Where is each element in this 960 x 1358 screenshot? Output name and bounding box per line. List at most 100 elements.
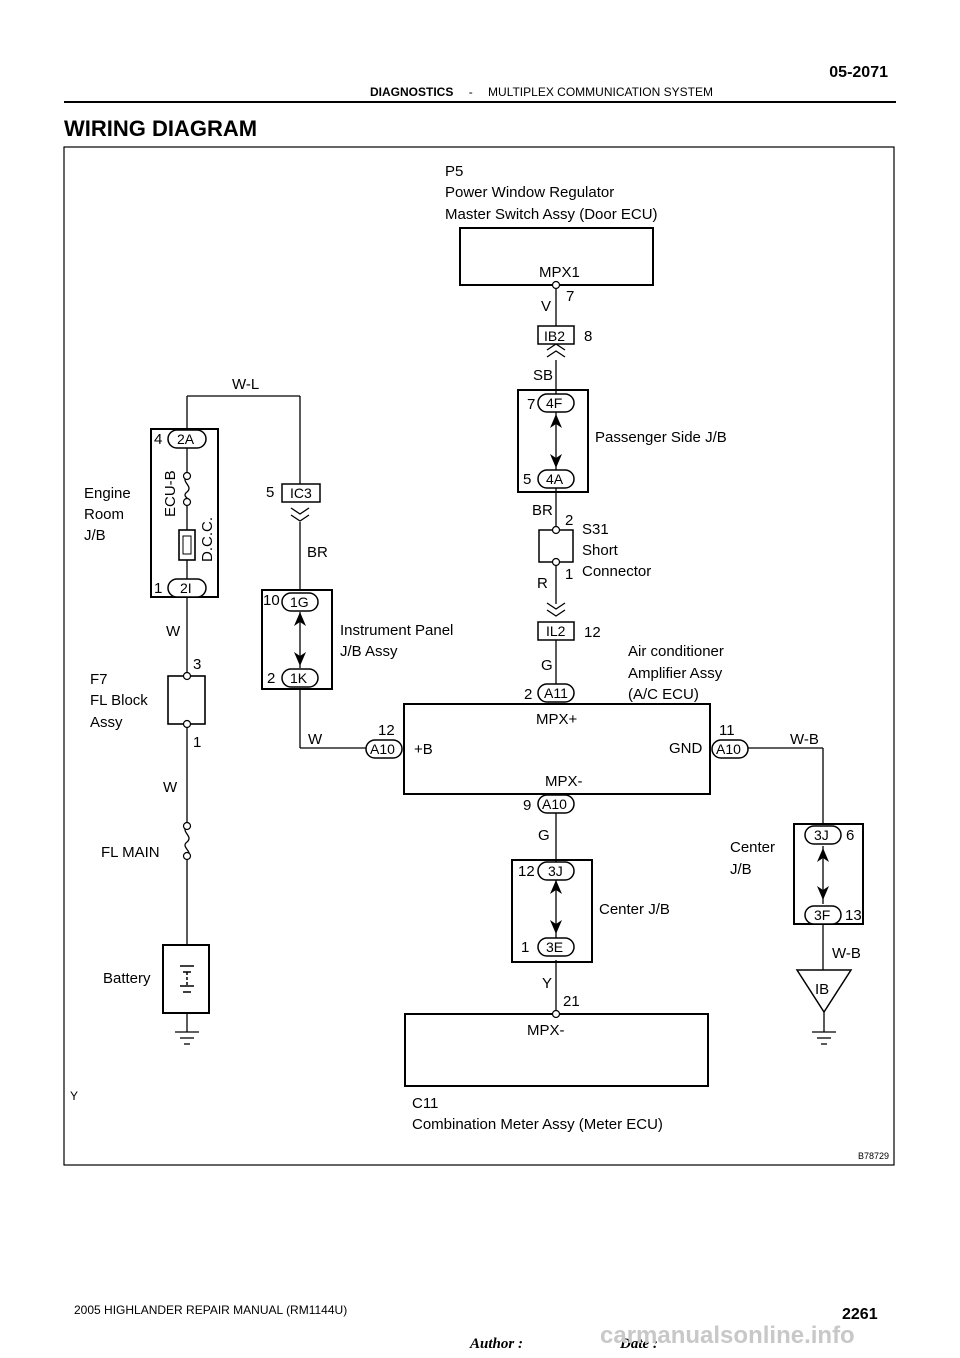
ac-name-1: Air conditioner	[628, 643, 724, 660]
ib2-chevron	[546, 343, 566, 351]
ic3-pin: 5	[266, 484, 274, 501]
erjb-bot-pin: 1	[154, 580, 162, 597]
section-header: DIAGNOSTICS - MULTIPLEX COMMUNICATION SY…	[370, 85, 713, 99]
stray-mark: Y	[70, 1089, 78, 1103]
instrument-panel-jb	[261, 589, 333, 690]
ground-ib-triangle	[795, 969, 853, 1014]
p5-code: P5	[445, 163, 463, 180]
section-name: DIAGNOSTICS	[370, 85, 454, 99]
cjb-bot-conn: 3E	[546, 939, 563, 955]
figure-id: B78729	[858, 1151, 889, 1161]
ipjb-top-pin: 10	[263, 592, 280, 609]
il2-pin: 12	[584, 624, 601, 641]
ipjb-name-2: J/B Assy	[340, 643, 398, 660]
tag-a10-bot	[537, 794, 575, 814]
meter-code: C11	[412, 1095, 438, 1112]
section-separator: -	[468, 85, 473, 99]
ic3-chevron	[290, 507, 310, 515]
dcc-fuse-icon	[178, 529, 196, 561]
terminal-ecub-bot	[182, 497, 192, 507]
cjb-bot-pin: 1	[521, 939, 529, 956]
s31-pin-top: 2	[565, 512, 573, 529]
ib2-label: IB2	[544, 328, 565, 344]
ipjb-bot-conn: 1K	[290, 670, 308, 686]
cjb2-arrow-up	[817, 848, 829, 862]
tag-3j	[537, 861, 575, 881]
ecub-label: ECU-B	[162, 470, 179, 517]
f7-pin-bot: 1	[193, 734, 201, 751]
watermark: carmanualsonline.info	[600, 1322, 855, 1349]
ic3-label: IC3	[290, 485, 312, 501]
ib2-chevron-2	[546, 350, 566, 358]
dcc-label: D.C.C.	[199, 517, 216, 562]
cjb2-top-conn: 3J	[814, 827, 829, 843]
tag-4a	[537, 469, 575, 489]
center-jb	[511, 859, 593, 963]
fl-main-fuse-icon	[184, 825, 190, 857]
ipjb-arrow-up	[294, 612, 306, 626]
a11-pin: 2	[524, 686, 532, 703]
f7-pin-top: 3	[193, 656, 201, 673]
tag-3e	[537, 937, 575, 957]
il2-tag	[537, 621, 575, 641]
wire-w-ip-label: W	[308, 731, 323, 748]
wire-g1-label: G	[541, 657, 553, 674]
erjb-name-1: Engine	[84, 485, 131, 502]
dcc-fuse-inner	[182, 535, 192, 555]
il2-label: IL2	[546, 623, 566, 639]
p5-pin-num: 7	[566, 288, 574, 305]
erjb-top-pin: 4	[154, 431, 162, 448]
f7-fl-block	[167, 675, 206, 725]
tag-a11	[537, 683, 575, 703]
f7-name-2: Assy	[90, 714, 123, 731]
meter-pin-label: MPX-	[527, 1022, 565, 1039]
p5-name-1: Power Window Regulator	[445, 184, 614, 201]
wire-sb-label: SB	[533, 367, 553, 384]
page-number: 05-2071	[829, 64, 888, 81]
ecu-mpx-minus: MPX-	[545, 773, 583, 790]
footer-author: Author :	[470, 1336, 523, 1352]
wire-br2-label: BR	[307, 544, 328, 561]
passenger-side-jb	[517, 389, 589, 493]
f7-code: F7	[90, 671, 108, 688]
tag-3j-2	[804, 825, 842, 845]
page-title: WIRING DIAGRAM	[64, 116, 258, 141]
terminal-p5-7	[551, 280, 561, 290]
terminal-ecub-top	[182, 471, 192, 481]
a10-left-label: A10	[370, 741, 395, 757]
erjb-name-2: Room	[84, 506, 124, 523]
ac-name-3: (A/C ECU)	[628, 686, 699, 703]
terminal-meter-21	[551, 1009, 561, 1019]
psjb-arrow-down	[550, 454, 562, 468]
wire-v-label: V	[541, 298, 551, 315]
cjb2-bot-pin: 13	[845, 907, 862, 924]
s31-connector	[538, 529, 574, 563]
cjb2-name-2: J/B	[730, 861, 752, 878]
terminal-flmain-top	[182, 821, 192, 831]
p5-pin-label: MPX1	[539, 264, 580, 281]
tag-3f	[804, 905, 842, 925]
wire-y-label: Y	[542, 975, 552, 992]
terminal-flmain-bot	[182, 851, 192, 861]
s31-name-2: Connector	[582, 563, 651, 580]
ecu-plus-b: +B	[414, 741, 433, 758]
cjb2-name-1: Center	[730, 839, 775, 856]
ib2-tag	[537, 325, 575, 345]
diagram-frame	[63, 146, 895, 1166]
a10-bot-pin: 9	[523, 797, 531, 814]
erjb-top-conn: 2A	[177, 431, 195, 447]
tag-2a	[167, 429, 207, 449]
ib2-pin: 8	[584, 328, 592, 345]
wire-wb1-label: W-B	[790, 731, 819, 748]
battery-label: Battery	[103, 970, 151, 987]
psjb-top-conn: 4F	[546, 395, 562, 411]
psjb-name: Passenger Side J/B	[595, 429, 727, 446]
ipjb-top-conn: 1G	[290, 594, 309, 610]
cjb-name: Center J/B	[599, 901, 670, 918]
a10-right-label: A10	[716, 741, 741, 757]
wire-g2-label: G	[538, 827, 550, 844]
battery-box	[162, 944, 210, 1014]
il2-chevron-2	[546, 609, 566, 617]
footer-manual: 2005 HIGHLANDER REPAIR MANUAL (RM1144U)	[74, 1303, 348, 1317]
